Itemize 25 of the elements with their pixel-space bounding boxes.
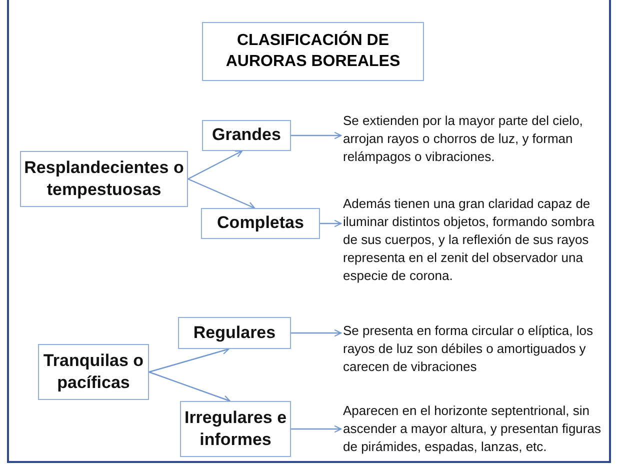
arrow [291,132,342,140]
category-box [178,317,291,349]
category-box [180,401,291,457]
arrow [188,178,256,209]
arrow [320,220,342,228]
category-box [201,208,320,239]
arrow [291,425,342,433]
title-box: CLASIFICACIÓN DE AURORAS BOREALES [202,22,424,81]
arrow [148,347,230,373]
description-text: Se presenta en forma circular o elíptica, los rayos de luz son débiles o amortiguados y carecen de vibraciones [343,322,594,376]
category-box [38,344,149,400]
category-label: Regulares [193,322,276,344]
arrow [188,150,243,180]
description-text: Además tienen una gran claridad capaz de iluminar distintos objetos, formando sombra de sus cuerpos, y la reflexión de sus rayos representa en el zenit del observador una especie de corona. [343,194,596,286]
category-label: Irregulares e informes [183,406,288,451]
category-label: Resplandecientes o tempestuosas [23,156,185,201]
arrow [291,329,342,337]
category-label: Completas [217,212,304,234]
description-text: Aparecen en el horizonte septentrional, sin ascender a mayor altura, y presentan figuras de pirámides, espadas, lanzas, etc. [343,402,602,456]
category-label: Tranquilas o pacíficas [42,350,145,394]
category-box [20,151,188,207]
description-text: Se extienden por la mayor parte del cielo, arrojan rayos o chorros de luz, y forman relámpagos o vibraciones. [343,112,584,166]
category-label: Grandes [212,124,281,146]
arrow [148,371,230,402]
category-box [202,120,291,151]
